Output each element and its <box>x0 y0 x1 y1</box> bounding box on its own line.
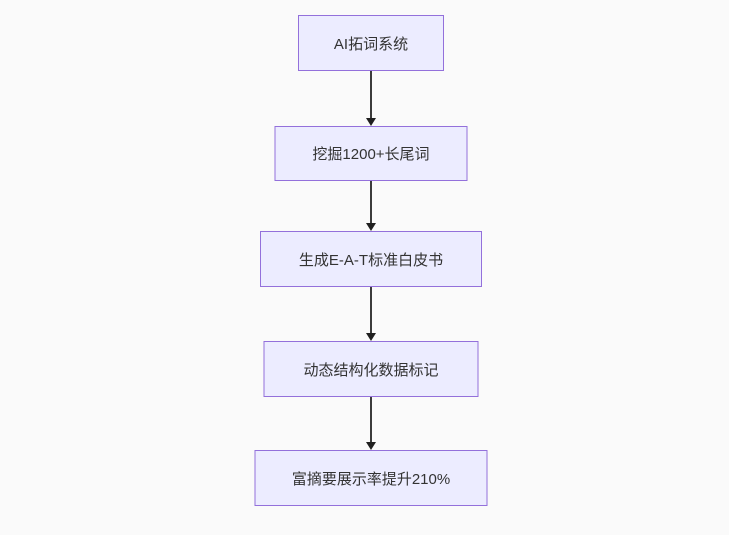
flow-arrow-3 <box>365 287 377 341</box>
flow-arrow-4-line <box>370 397 372 445</box>
flow-arrow-4 <box>365 397 377 450</box>
flow-arrow-2-line <box>370 181 372 226</box>
flowchart-node-5-label: 富摘要展示率提升210% <box>291 470 451 488</box>
flowchart-node-1: AI拓词系统 <box>298 15 444 71</box>
arrowhead-down-icon <box>366 118 376 126</box>
flowchart-node-4: 动态结构化数据标记 <box>263 341 479 397</box>
flow-arrow-1-line <box>370 71 372 121</box>
flowchart-node-5: 富摘要展示率提升210% <box>254 450 488 506</box>
flowchart-node-2: 挖掘1200+长尾词 <box>274 126 468 181</box>
flowchart-node-3: 生成E-A-T标准白皮书 <box>260 231 482 287</box>
arrowhead-down-icon <box>366 223 376 231</box>
flowchart-node-4-label: 动态结构化数据标记 <box>303 361 439 379</box>
flowchart-node-3-label: 生成E-A-T标准白皮书 <box>298 251 444 269</box>
flow-arrow-3-line <box>370 287 372 336</box>
arrowhead-down-icon <box>366 333 376 341</box>
flowchart-node-1-label: AI拓词系统 <box>333 35 409 53</box>
flowchart-node-2-label: 挖掘1200+长尾词 <box>312 146 430 163</box>
flow-arrow-1 <box>365 71 377 126</box>
arrowhead-down-icon <box>366 442 376 450</box>
flow-arrow-2 <box>365 181 377 231</box>
